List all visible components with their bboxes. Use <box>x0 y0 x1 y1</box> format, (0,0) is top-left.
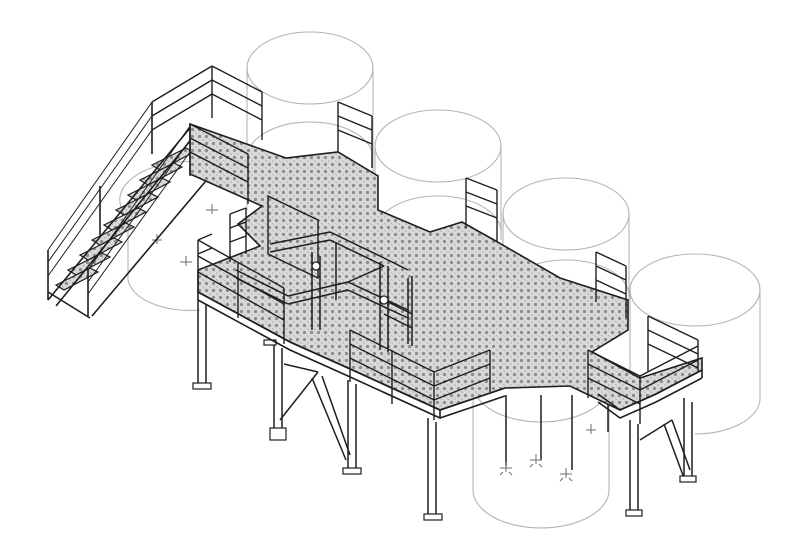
handrail-right-end <box>587 315 699 424</box>
central-frame <box>235 194 413 352</box>
handrail-top-stair <box>151 65 263 204</box>
handrail-left-front <box>197 233 285 344</box>
platform-deck <box>189 122 703 419</box>
support-legs <box>197 300 693 516</box>
tank-4 <box>629 253 761 435</box>
handrail-tank-gates <box>229 101 627 318</box>
handrail-front-center <box>349 329 491 420</box>
